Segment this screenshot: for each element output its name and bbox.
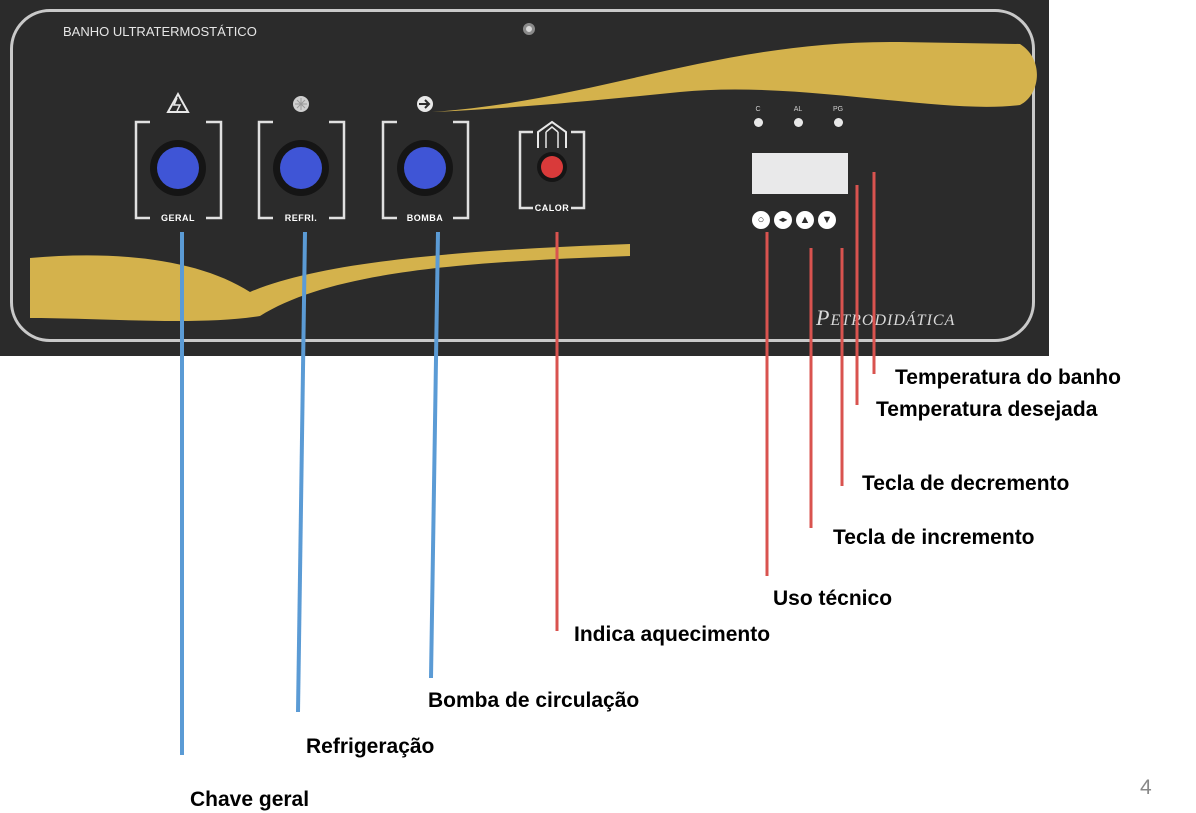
key-symbol-circle: ○	[757, 214, 765, 226]
leader-line-bomba	[429, 231, 440, 679]
heat-icon	[537, 120, 567, 148]
lightning-icon	[166, 91, 190, 113]
leader-line-refrigeracao	[296, 231, 307, 713]
callout-temperatura-banho: Temperatura do banho	[895, 366, 1121, 389]
led-label-c: C	[755, 106, 761, 113]
key-symbol-down: ▼	[821, 214, 833, 226]
bracket-refri	[257, 120, 346, 220]
calor-indicator-lamp	[537, 152, 567, 182]
panel-title: BANHO ULTRATERMOSTÁTICO	[63, 24, 257, 39]
control-label-calor: CALOR	[534, 203, 570, 213]
callout-indica-aquecimento: Indica aquecimento	[574, 623, 771, 646]
bracket-bomba	[381, 120, 470, 220]
bracket-geral	[134, 120, 223, 220]
temperature-display	[752, 153, 848, 194]
callout-bomba-circulacao: Bomba de circulação	[428, 689, 640, 712]
brand-logo: PETRODIDÁTICA	[816, 305, 955, 331]
brand-initial: P	[816, 305, 831, 330]
refri-button	[273, 140, 329, 196]
gold-swoosh-top	[432, 41, 1037, 112]
callout-chave-geral: Chave geral	[190, 788, 310, 811]
page-number: 4	[1140, 776, 1152, 799]
up-key-icon[interactable]: ▲	[796, 211, 814, 229]
control-label-refri: REFRI.	[284, 213, 318, 223]
callout-tecla-incremento: Tecla de incremento	[833, 526, 1035, 549]
circle-key-icon[interactable]: ○	[752, 211, 770, 229]
led-label-al: AL	[793, 106, 803, 113]
brand-rest: ETRODIDÁTICA	[830, 312, 956, 329]
callout-temperatura-desejada: Temperatura desejada	[876, 398, 1098, 421]
arrow-right-icon	[417, 96, 433, 112]
led-pg	[834, 118, 843, 127]
left-right-key-icon[interactable]: ◂▸	[774, 211, 792, 229]
callout-refrigeracao: Refrigeração	[306, 735, 435, 758]
callout-uso-tecnico: Uso técnico	[773, 587, 893, 610]
control-label-geral: GERAL	[161, 213, 195, 223]
down-key-icon[interactable]: ▼	[818, 211, 836, 229]
snowflake-icon	[293, 96, 309, 112]
led-c	[754, 118, 763, 127]
led-al	[794, 118, 803, 127]
callout-tecla-decremento: Tecla de decremento	[862, 472, 1070, 495]
key-symbol-left-right: ◂▸	[778, 215, 788, 224]
panel-frame	[10, 9, 1035, 342]
led-label-pg: PG	[832, 106, 844, 113]
key-symbol-up: ▲	[799, 214, 811, 226]
bomba-button	[397, 140, 453, 196]
screw-icon	[523, 23, 535, 35]
bracket-calor	[518, 130, 586, 210]
geral-button	[150, 140, 206, 196]
control-label-bomba: BOMBA	[406, 213, 444, 223]
